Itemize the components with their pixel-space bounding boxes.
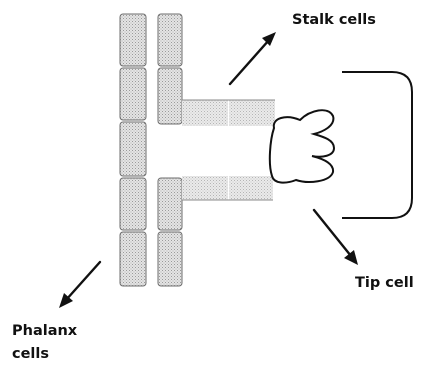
phalanx-cells-label-line2: cells (12, 346, 49, 362)
phalanx-cell (120, 232, 146, 286)
phalanx-cell (158, 14, 182, 66)
phalanx-cells-label-line1: Phalanx (12, 323, 78, 339)
phalanx-cell (120, 14, 146, 66)
phalanx-cell (120, 178, 146, 230)
stalk-cell (229, 100, 275, 126)
stalk-cells (182, 100, 275, 200)
phalanx-cell (158, 68, 182, 124)
stalk-cell (182, 176, 228, 200)
phalanx-cell (158, 178, 182, 230)
stalk-cell (182, 100, 228, 126)
tip-cell (270, 110, 334, 182)
phalanx-cell (158, 232, 182, 286)
phalanx-cell (120, 68, 146, 120)
phalanx-cell (120, 122, 146, 176)
stalk-cells-label: Stalk cells (292, 12, 376, 28)
arrow-stalk-cells (230, 32, 276, 84)
tip-cell-label: Tip cell (355, 275, 414, 291)
vessel-column-right (158, 14, 182, 286)
stalk-cell (229, 176, 273, 200)
arrow-phalanx-cells (59, 262, 100, 308)
bracket (342, 72, 412, 218)
phalanx-column-left (120, 14, 146, 286)
